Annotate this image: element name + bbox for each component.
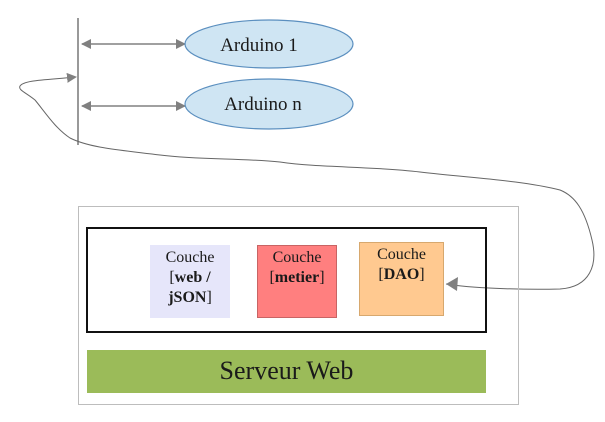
layers-container	[86, 227, 487, 333]
dao-connector-curve	[19, 72, 595, 290]
arduino-n-node: Arduino n	[184, 78, 354, 130]
layer-json-name: jSON	[168, 289, 207, 306]
layer-metier: Couche [metier]	[257, 245, 337, 318]
layer-metier-name: metier	[274, 269, 320, 286]
layer-web-line2: [web /	[150, 268, 230, 288]
bracket-open: [	[269, 269, 275, 286]
bracket-open: [	[169, 269, 175, 286]
bracket-open: [	[378, 266, 384, 283]
bracket-close: ]	[206, 289, 212, 306]
layer-dao-title: Couche	[377, 246, 426, 263]
bracket-close: ]	[319, 269, 325, 286]
layer-metier-line2: [metier]	[258, 268, 336, 288]
server-web-bar: Serveur Web	[87, 350, 486, 393]
layer-dao: Couche [DAO]	[359, 242, 444, 316]
layer-metier-title: Couche	[272, 249, 322, 266]
bracket-close: ]	[419, 266, 425, 283]
layer-web-name: web /	[174, 269, 211, 286]
arduino-1-node: Arduino 1	[184, 19, 354, 69]
arduino-1-label: Arduino 1	[220, 35, 298, 56]
layer-web-json: Couche [web / jSON]	[150, 245, 230, 318]
dao-arrowhead	[446, 277, 458, 291]
layer-dao-line2: [DAO]	[360, 265, 443, 285]
server-container	[78, 206, 519, 405]
layer-web-line3: jSON]	[150, 288, 230, 308]
arduino-n-label: Arduino n	[224, 94, 302, 115]
layer-dao-name: DAO	[383, 266, 420, 283]
layer-web-title: Couche	[165, 249, 215, 266]
